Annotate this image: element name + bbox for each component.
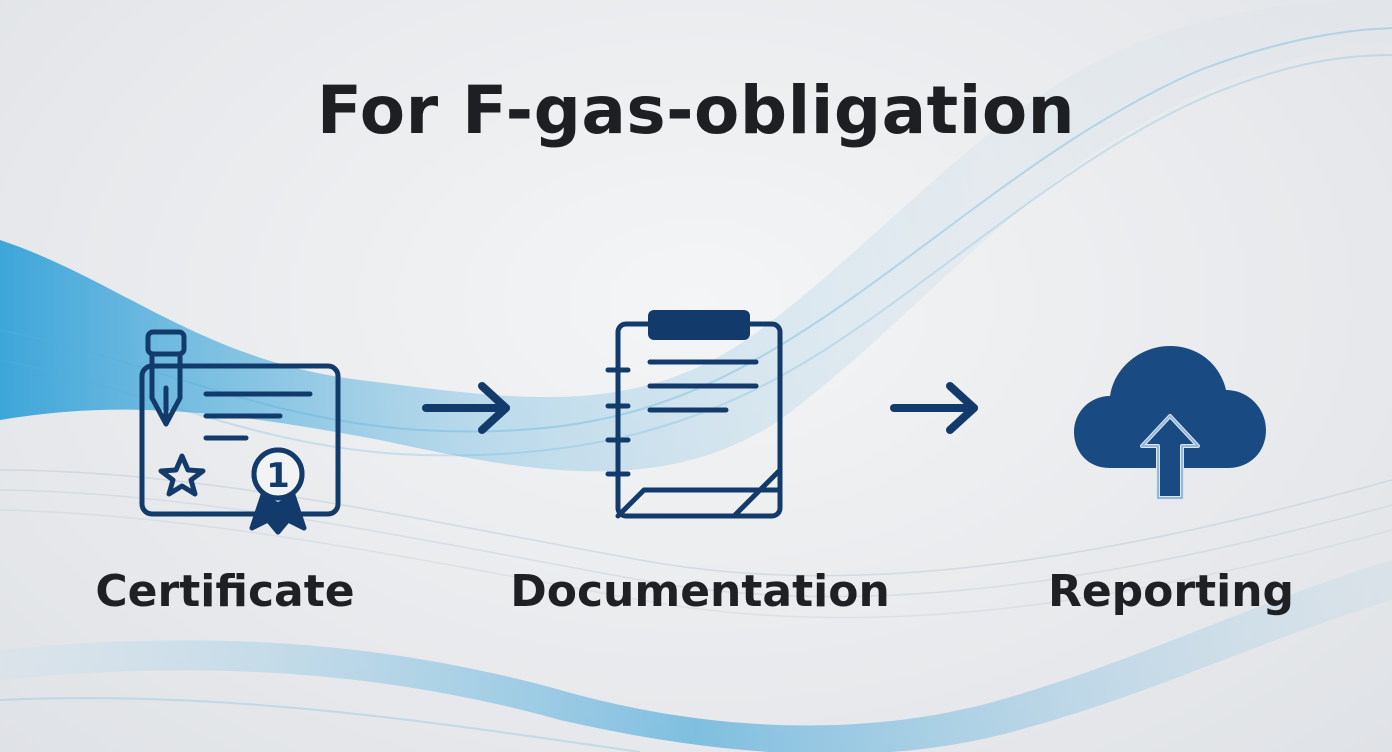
page-title: For F-gas-obligation (316, 72, 1076, 149)
step-label-documentation: Documentation (510, 566, 890, 617)
svg-text:1: 1 (266, 456, 290, 496)
clipboard-icon (605, 310, 783, 519)
step-label-reporting: Reporting (1047, 566, 1295, 617)
arrow-right-icon (422, 382, 510, 434)
certificate-icon: 1 (139, 329, 341, 535)
arrow-right-icon (890, 382, 978, 434)
step-label-certificate: Certificate (95, 566, 355, 617)
cloud-upload-icon (1074, 346, 1266, 500)
